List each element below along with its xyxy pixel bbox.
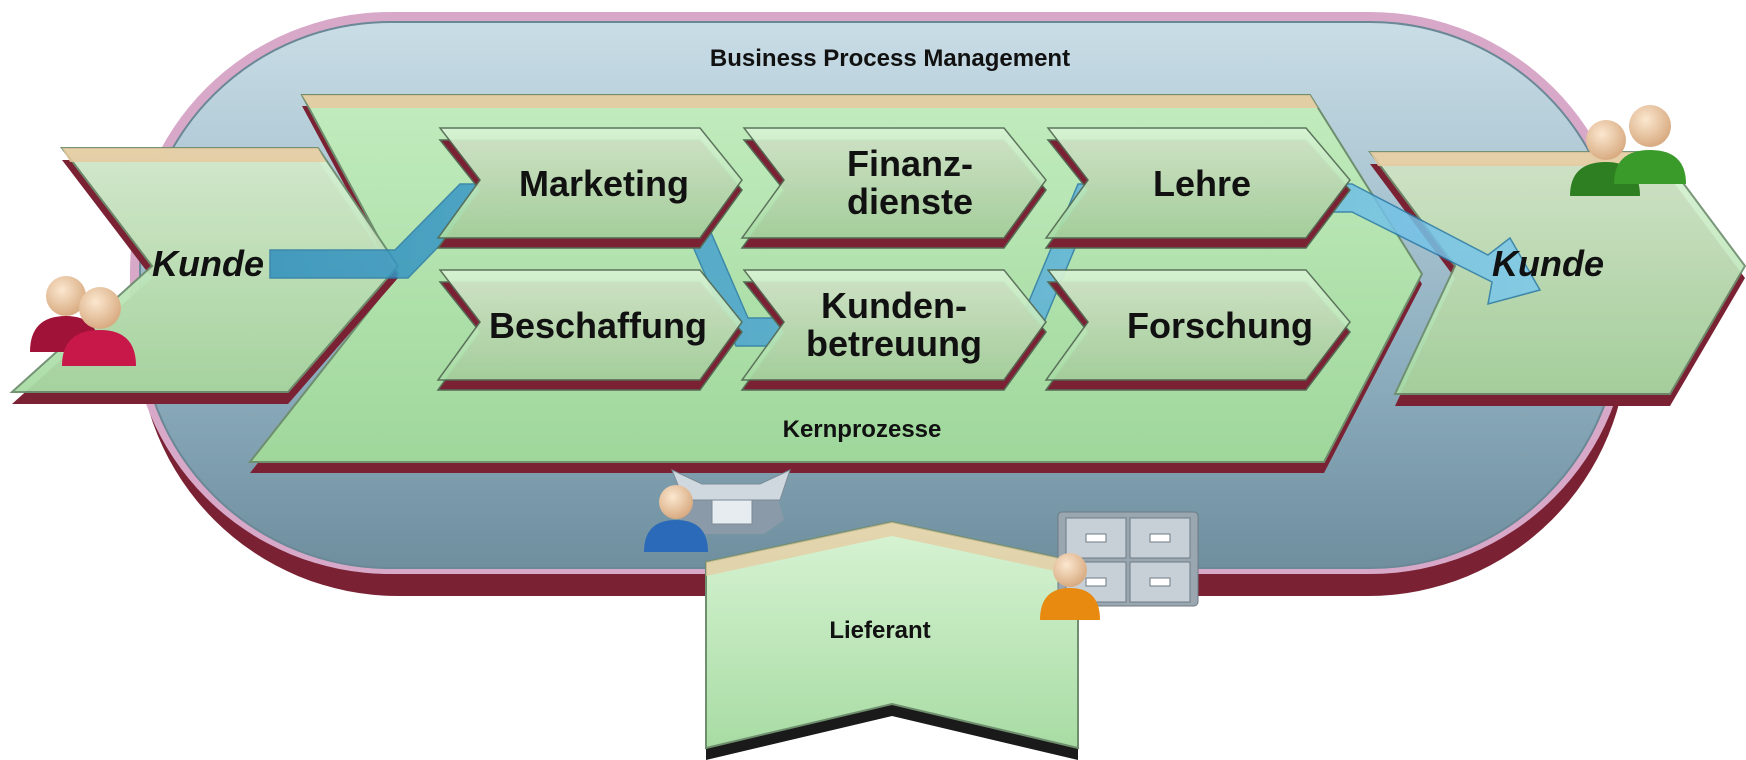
- core-process-label: Kernprozesse: [783, 416, 942, 443]
- process-label-beschaffung: Beschaffung: [489, 305, 707, 346]
- process-label-kunden-line1: Kunden-: [821, 285, 967, 326]
- bpm-title: Business Process Management: [710, 45, 1070, 72]
- process-finanzdienste: [740, 127, 1047, 249]
- process-kundenbetreuung: [740, 269, 1047, 391]
- process-label-kunden-line2: betreuung: [806, 323, 982, 364]
- person-blue-icon: [644, 485, 708, 552]
- process-label-marketing: Marketing: [519, 163, 689, 204]
- process-beschaffung: [436, 269, 743, 391]
- person-orange-icon: [1040, 553, 1100, 620]
- inbox-icon: [671, 469, 791, 534]
- customer-out-label: Kunde: [1492, 243, 1604, 284]
- supplier-label: Lieferant: [829, 617, 930, 644]
- process-label-forschung: Forschung: [1127, 305, 1313, 346]
- process-label-finanz-line1: Finanz-: [847, 143, 973, 184]
- person-group-green-icon: [1570, 105, 1686, 196]
- process-label-finanz-line2: dienste: [847, 181, 973, 222]
- customer-in-label: Kunde: [152, 243, 264, 284]
- process-forschung: [1044, 269, 1351, 391]
- process-marketing: [436, 127, 743, 249]
- process-lehre: [1044, 127, 1351, 249]
- filing-cabinet-icon: [1057, 511, 1199, 607]
- person-group-red-icon: [30, 276, 136, 366]
- supplier-chevron: [705, 520, 1079, 760]
- process-label-lehre: Lehre: [1153, 163, 1251, 204]
